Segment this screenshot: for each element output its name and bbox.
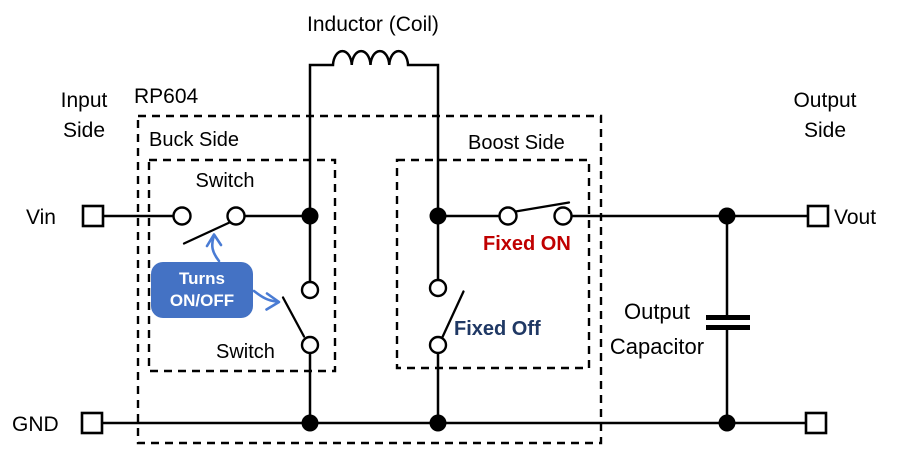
junction-dot-boost-top bbox=[429, 207, 447, 225]
gnd-right-terminal bbox=[804, 411, 828, 435]
fixed-off-label: Fixed Off bbox=[454, 318, 541, 340]
buck-high-switch-label: Switch bbox=[195, 170, 255, 192]
buck-low-switch-label: Switch bbox=[216, 341, 275, 363]
junction-dot-cap-gnd bbox=[718, 414, 736, 432]
boost-side-box bbox=[395, 158, 591, 370]
vout-terminal bbox=[806, 204, 830, 228]
vin-label: Vin bbox=[26, 206, 56, 229]
boost-low-switch-contact-bottom bbox=[428, 335, 448, 355]
buck-high-switch-lever bbox=[182, 221, 231, 245]
buck-low-switch bbox=[281, 280, 320, 355]
output-capacitor-symbol bbox=[706, 216, 750, 423]
boost-high-switch-contact-right bbox=[553, 206, 573, 226]
callout-arrow-right-shaft bbox=[252, 289, 278, 303]
fixed-on-label: Fixed ON bbox=[483, 233, 571, 255]
output-capacitor-label: Output Capacitor bbox=[609, 299, 705, 359]
boost-high-switch-contact-left bbox=[498, 206, 518, 226]
boost-low-switch bbox=[428, 278, 465, 355]
chip-label: RP604 bbox=[134, 85, 199, 108]
boost-section-label: Boost Side bbox=[468, 132, 565, 154]
buck-low-switch-contact-bottom bbox=[300, 335, 320, 355]
callout-arrow-up-shaft bbox=[210, 235, 221, 263]
gnd-label: GND bbox=[12, 413, 59, 436]
buck-high-switch-contact-right bbox=[226, 206, 246, 226]
inductor-label: Inductor (Coil) bbox=[307, 13, 439, 36]
buck-section-label: Buck Side bbox=[149, 129, 240, 151]
input-side-label: Input Side bbox=[60, 89, 108, 142]
buck-high-switch bbox=[172, 206, 246, 245]
boost-low-switch-lever bbox=[441, 290, 465, 339]
output-side-label: Output Side bbox=[793, 89, 857, 142]
callout-arrow-right-head bbox=[265, 292, 281, 311]
junction-dot-buck-top bbox=[301, 207, 319, 225]
junction-dot-boost-gnd bbox=[429, 414, 447, 432]
turns-on-off-callout: Turns ON/OFF bbox=[151, 262, 253, 318]
inductor-symbol bbox=[308, 49, 440, 216]
callout-arrow-up-head bbox=[205, 233, 223, 248]
junction-dot-buck-gnd bbox=[301, 414, 319, 432]
buck-side-box bbox=[147, 158, 337, 373]
boost-low-switch-contact-top bbox=[428, 278, 448, 298]
buck-low-switch-lever bbox=[281, 296, 306, 338]
junction-dot-cap-top bbox=[718, 207, 736, 225]
gnd-left-terminal bbox=[80, 411, 104, 435]
boost-high-switch bbox=[498, 201, 573, 226]
boost-high-switch-lever bbox=[514, 201, 571, 213]
rp604-boundary-box bbox=[136, 114, 603, 445]
vin-terminal bbox=[81, 204, 105, 228]
buck-high-switch-contact-left bbox=[172, 206, 192, 226]
buck-low-switch-contact-top bbox=[300, 280, 320, 300]
vout-label: Vout bbox=[834, 206, 877, 229]
